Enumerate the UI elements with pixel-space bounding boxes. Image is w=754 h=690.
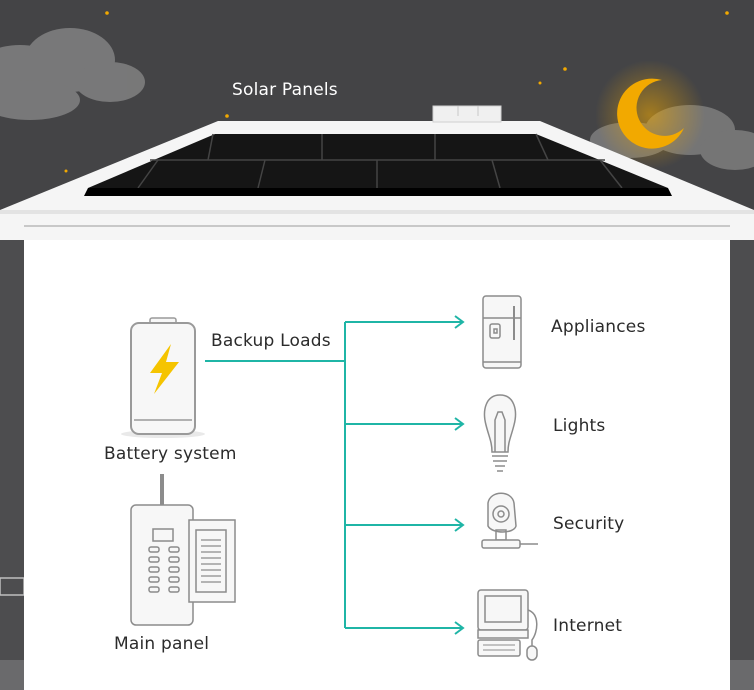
left-wall xyxy=(0,235,24,690)
security-camera-icon xyxy=(481,492,538,549)
lightning-bolt-icon xyxy=(150,344,179,394)
solar-panels xyxy=(84,133,672,196)
battery-icon xyxy=(121,317,205,438)
backup-loads-label: Backup Loads xyxy=(211,331,331,351)
solar-panels-label: Solar Panels xyxy=(232,80,338,100)
load-label-internet: Internet xyxy=(553,616,623,636)
refrigerator-icon xyxy=(482,295,522,369)
chimney xyxy=(432,105,502,123)
cloud-left xyxy=(0,28,145,120)
right-wall xyxy=(730,235,754,690)
load-label-security: Security xyxy=(553,514,625,534)
moon-icon xyxy=(595,60,705,170)
main-panel-label: Main panel xyxy=(114,634,210,654)
light-bulb-icon xyxy=(483,394,517,472)
load-label-lights: Lights xyxy=(553,416,606,436)
battery-system-label: Battery system xyxy=(104,444,237,464)
computer-icon xyxy=(477,589,538,661)
backup-connectors xyxy=(205,315,465,635)
load-label-appliances: Appliances xyxy=(551,317,646,337)
main-panel-icon xyxy=(130,474,236,626)
